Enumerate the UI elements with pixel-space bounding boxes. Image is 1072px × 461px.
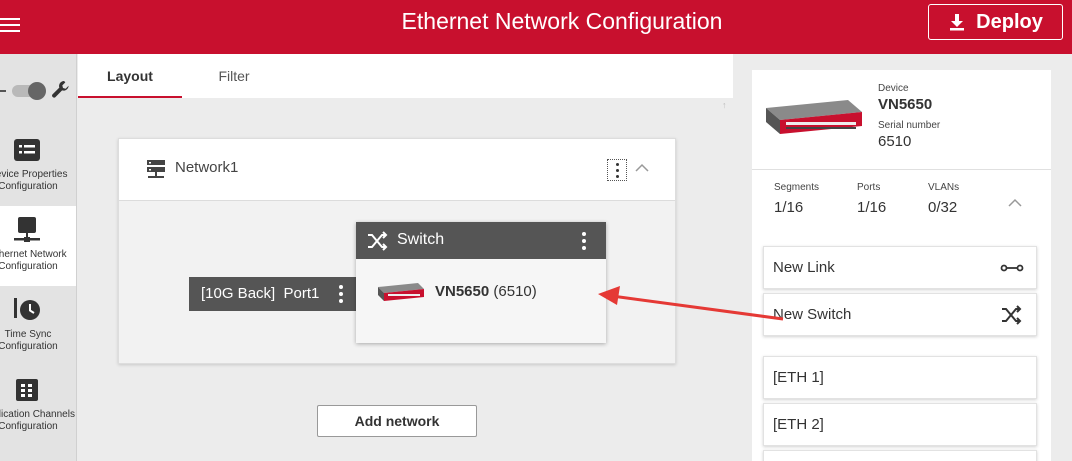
port-menu-icon[interactable] — [339, 285, 343, 303]
device-image — [766, 100, 862, 134]
switch-node[interactable]: Switch VN5650 (6510) — [356, 222, 606, 343]
palette-item-eth2[interactable]: [ETH 2] — [763, 403, 1037, 446]
grid-icon — [16, 379, 38, 401]
wrench-icon[interactable] — [50, 79, 72, 101]
hamburger-menu-icon[interactable] — [0, 14, 22, 36]
left-navigation: Device Properties Configuration Ethernet… — [0, 54, 77, 461]
tab-filter[interactable]: Filter — [218, 68, 250, 84]
chevron-up-icon[interactable] — [1008, 198, 1022, 208]
toggle-knob[interactable] — [28, 82, 46, 100]
stat-ports: Ports 1/16 — [857, 182, 886, 216]
link-icon — [1000, 264, 1024, 272]
network-name: Network1 — [175, 159, 239, 176]
palette-label: [ETH 2] — [773, 416, 824, 433]
tab-layout[interactable]: Layout — [78, 54, 182, 98]
stat-vlans: VLANs 0/32 — [928, 182, 959, 216]
palette-item-eth1[interactable]: [ETH 1] — [763, 356, 1037, 399]
nav-device-properties[interactable]: Device Properties Configuration — [0, 126, 76, 206]
switch-device-serial: (6510) — [493, 283, 537, 300]
server-icon — [147, 160, 165, 178]
deploy-label: Deploy — [976, 10, 1043, 33]
app-title: Ethernet Network Configuration — [401, 8, 723, 34]
app-header: Ethernet Network Configuration Deploy — [0, 0, 1072, 54]
network-menu-icon[interactable] — [607, 159, 627, 181]
chevron-up-icon[interactable] — [635, 163, 649, 173]
switch-device-label: VN5650 (6510) — [435, 283, 537, 300]
stat-label: Ports — [857, 182, 881, 193]
clock-icon — [14, 298, 40, 320]
palette-label: New Switch — [773, 306, 852, 323]
stat-value: 0/32 — [928, 199, 958, 216]
tab-bar: Layout Filter — [78, 54, 733, 98]
stat-value: 1/16 — [774, 199, 804, 216]
list-icon — [14, 139, 40, 161]
nav-application-channels[interactable]: Application Channels Configuration — [0, 366, 76, 446]
device-value: VN5650 — [878, 96, 933, 113]
nav-ethernet-network[interactable]: Ethernet Network Configuration — [0, 206, 76, 286]
switch-icon — [368, 231, 388, 251]
palette-item-new-switch[interactable]: New Switch — [763, 293, 1037, 336]
stats-card: Segments 1/16 Ports 1/16 VLANs 0/32 — [752, 170, 1051, 232]
palette-label: [ETH 1] — [773, 369, 824, 386]
network-header: Network1 — [119, 139, 675, 201]
port-node[interactable]: [10G Back] Port1 — [189, 277, 357, 311]
nav-label-time-sync: Time Sync Configuration — [0, 329, 58, 352]
switch-menu-icon[interactable] — [582, 232, 586, 250]
add-network-button[interactable]: Add network — [317, 405, 477, 437]
palette-item-new-link[interactable]: New Link — [763, 246, 1037, 289]
palette-label: New Link — [773, 259, 835, 276]
nav-time-sync[interactable]: Time Sync Configuration — [0, 286, 76, 366]
nav-label-device-properties: Device Properties Configuration — [0, 169, 68, 192]
port-label: [10G Back] Port1 — [201, 285, 320, 302]
deploy-button[interactable]: Deploy — [928, 4, 1063, 40]
switch-device-name: VN5650 — [435, 283, 490, 300]
mode-toggle[interactable] — [0, 76, 76, 104]
device-label: Device — [878, 83, 909, 94]
serial-label: Serial number — [878, 120, 941, 131]
stat-label: Segments — [774, 182, 820, 193]
switch-header[interactable]: Switch — [356, 222, 606, 259]
palette-item-partial[interactable] — [763, 450, 1037, 461]
nav-label-application-channels: Application Channels Configuration — [0, 409, 75, 432]
stat-segments: Segments 1/16 — [774, 182, 819, 216]
network-icon — [14, 217, 40, 242]
scroll-up-icon[interactable]: ↑ — [722, 100, 727, 110]
download-icon — [950, 14, 965, 31]
serial-value: 6510 — [878, 133, 912, 150]
nav-label-ethernet-network: Ethernet Network Configuration — [0, 249, 67, 272]
toggle-dash — [0, 90, 6, 92]
stat-label: VLANs — [928, 182, 960, 193]
switch-title: Switch — [397, 231, 445, 248]
device-card: Device VN5650 Serial number 6510 — [752, 70, 1051, 170]
stat-value: 1/16 — [857, 199, 887, 216]
switch-icon — [1002, 305, 1022, 325]
device-image — [378, 283, 424, 301]
